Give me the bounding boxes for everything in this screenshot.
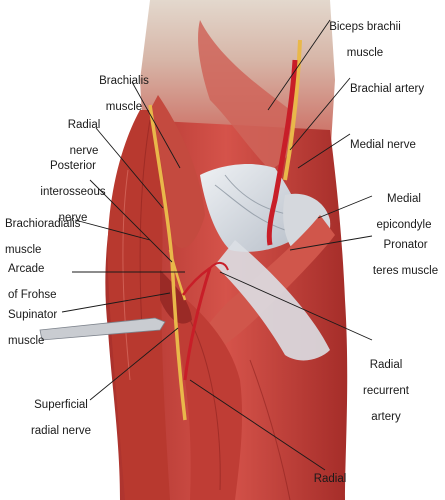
label-biceps-brachii: Biceps brachii muscle [329, 21, 401, 59]
radial-recurrent-artery [181, 266, 211, 296]
brachialis-muscle [150, 95, 205, 248]
label-radial-nerve: Radial nerve [67, 119, 101, 157]
brachial-artery [266, 59, 298, 246]
forearm-fascia [215, 240, 330, 361]
label-radial-recurrent-artery: Radial recurrent artery [362, 359, 410, 423]
leader-pronator-teres [289, 235, 373, 251]
radial-artery [183, 267, 212, 381]
leader-radial-nerve [95, 127, 164, 209]
label-arcade-of-frohse: Arcade of Frohse [8, 263, 57, 301]
leader-brachial-artery [289, 77, 351, 151]
label-medial-nerve: Medial nerve [350, 139, 416, 151]
leader-supinator [61, 292, 171, 313]
leader-brachioradialis [74, 219, 151, 241]
label-brachialis: Brachialis muscle [99, 75, 149, 113]
leader-biceps [267, 19, 331, 111]
posterior-interosseous-nerve [168, 249, 187, 301]
biceps-muscle [198, 20, 294, 170]
leader-radial-recurrent [219, 271, 373, 341]
label-brachioradialis: Brachioradialis muscle [5, 218, 81, 256]
label-supinator: Supinator muscle [8, 309, 58, 347]
leader-medial-epicondyle [317, 195, 373, 219]
label-pronator-teres: Pronator teres muscle [372, 239, 439, 277]
label-posterior-interosseous-nerve: Posterior interosseous nerve [40, 160, 106, 224]
leader-posterior-interosseous [89, 179, 173, 263]
leader-brachialis [131, 81, 181, 169]
leader-radial-artery [189, 379, 326, 471]
retractor [39, 317, 166, 341]
median-nerve [283, 39, 302, 181]
leader-lines [61, 19, 373, 471]
label-medial-epicondyle: Medial epicondyle [376, 193, 432, 231]
supinator-muscle [160, 270, 192, 324]
leader-medial-nerve [297, 133, 351, 169]
label-brachial-artery: Brachial artery [350, 83, 425, 95]
label-superficial-radial-nerve: Superficial radial nerve [30, 399, 92, 437]
leader-superficial-radial [89, 327, 179, 401]
brachioradialis-muscle [107, 110, 170, 500]
label-radial-artery: Radial artery [313, 473, 347, 500]
